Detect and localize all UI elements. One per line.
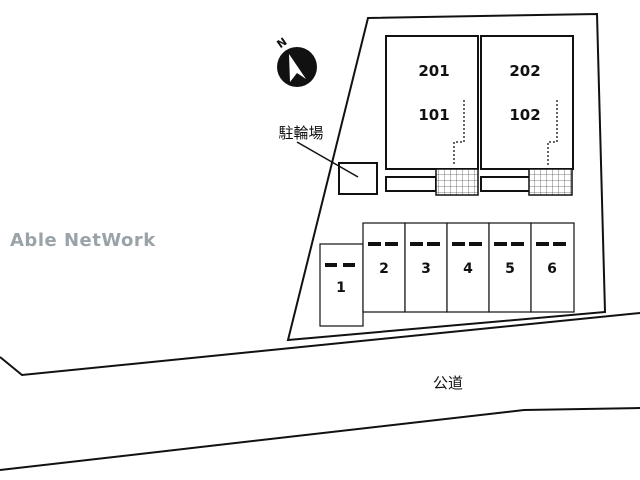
wheel-stop-6 <box>536 242 566 246</box>
bicycle-parking-leader <box>296 141 359 178</box>
unit-label-202: 202 <box>509 62 540 80</box>
unit-label-201: 201 <box>418 62 449 80</box>
road-edge-lower <box>0 407 640 471</box>
parking-space-3 <box>404 222 448 313</box>
parking-space-6 <box>530 222 575 313</box>
wheel-stop-1 <box>325 263 355 267</box>
watermark-text: Able NetWork <box>10 230 156 251</box>
bicycle-parking-label: 駐輪場 <box>278 124 323 142</box>
parking-space-5 <box>488 222 532 313</box>
parking-space-label-2: 2 <box>379 261 389 277</box>
wheel-stop-3 <box>410 242 440 246</box>
compass-icon: N <box>274 35 317 87</box>
parking-space-label-6: 6 <box>547 261 557 277</box>
parking-space-label-5: 5 <box>505 261 515 277</box>
building-2: 202 102 <box>480 35 574 196</box>
public-road-label: 公道 <box>433 374 463 392</box>
compass-north-label: N <box>274 35 289 51</box>
wheel-stop-4 <box>452 242 482 246</box>
bicycle-parking-area <box>338 162 378 195</box>
building-1: 201 101 <box>385 35 479 196</box>
road-edge-upper <box>0 312 640 377</box>
parking-space-label-3: 3 <box>421 261 431 277</box>
wheel-stop-5 <box>494 242 524 246</box>
parking-lot: 1 2 3 4 5 6 <box>319 222 575 327</box>
wheel-stop-2 <box>368 242 398 246</box>
unit-label-101: 101 <box>418 106 449 124</box>
parking-space-2 <box>362 222 406 313</box>
unit-label-102: 102 <box>509 106 540 124</box>
parking-space-1 <box>319 243 364 327</box>
parking-space-label-1: 1 <box>336 280 346 296</box>
parking-space-label-4: 4 <box>463 261 473 277</box>
